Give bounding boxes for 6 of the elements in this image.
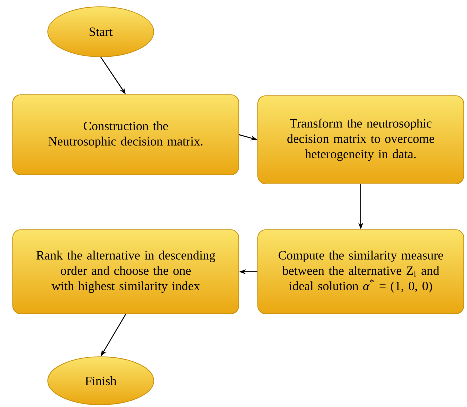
process-box: Compute the similarity measure between the alternative Z$_{i}$ and ideal solution α$^{*}$ = (1, 0, 0) — [258, 230, 464, 314]
terminal-oval: Finish — [48, 356, 154, 406]
terminal-oval: Start — [48, 6, 154, 58]
process-box: Rank the alternative in descending order and choose the one with highest similarity index — [12, 230, 240, 314]
process-box: Transform the neutrosophic decision matrix to overcome heterogeneity in data. — [258, 96, 464, 184]
process-box: Construction the Neutrosophic decision matrix. — [12, 94, 240, 176]
